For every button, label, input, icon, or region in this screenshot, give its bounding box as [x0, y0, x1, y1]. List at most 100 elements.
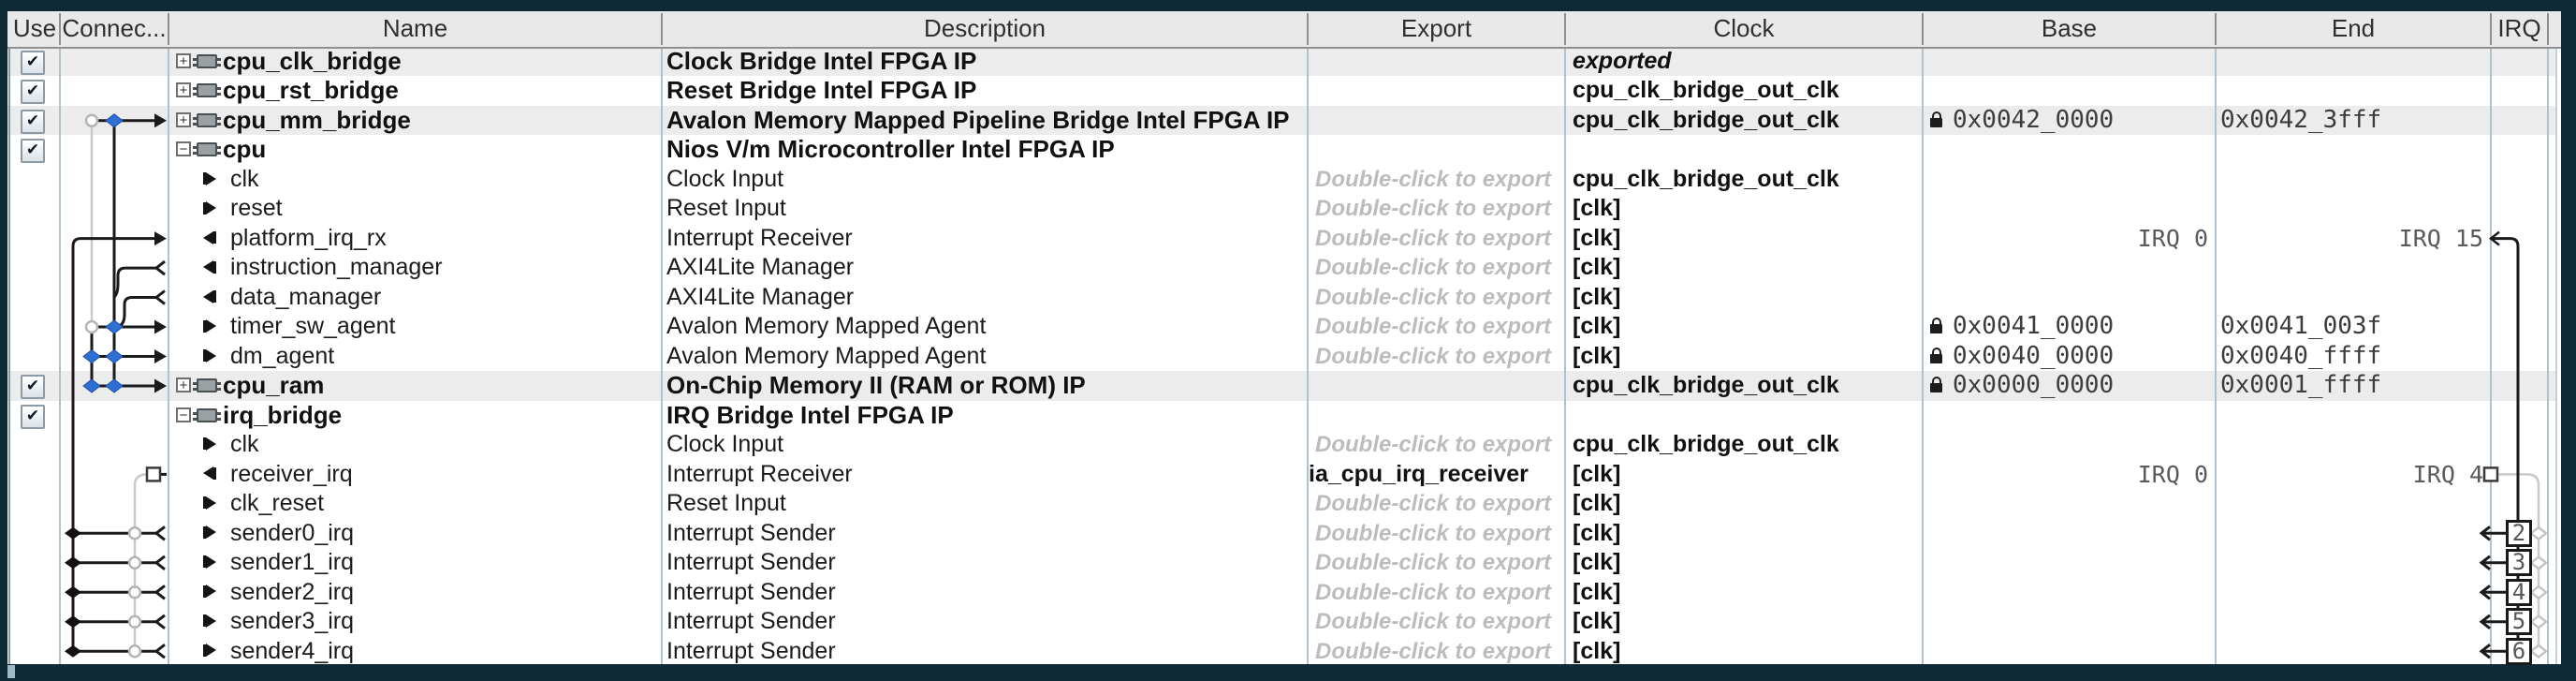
clock-cell[interactable]: [clk]	[1573, 195, 1621, 222]
export-placeholder-cell[interactable]: Double-click to export	[1315, 579, 1552, 605]
end-address-cell[interactable]: 0x0001_ffff	[2220, 371, 2382, 400]
use-checkbox[interactable]: ✔	[21, 404, 45, 429]
header-divider[interactable]	[168, 13, 169, 45]
clock-cell[interactable]: [clk]	[1573, 254, 1621, 281]
header-divider[interactable]	[1922, 13, 1924, 45]
clock-cell[interactable]: cpu_clk_bridge_out_clk	[1573, 106, 1839, 133]
export-placeholder-cell[interactable]: Double-click to export	[1315, 314, 1552, 340]
base-address-cell[interactable]: 0x0000_0000	[1953, 371, 2115, 400]
export-placeholder-cell[interactable]: Double-click to export	[1315, 166, 1552, 192]
end-address-cell[interactable]: 0x0040_ffff	[2220, 341, 2382, 370]
clock-cell[interactable]: [clk]	[1573, 224, 1621, 251]
header-end[interactable]: End	[2331, 14, 2376, 42]
clock-cell[interactable]: [clk]	[1573, 313, 1621, 340]
expand-toggle-icon[interactable]: +	[176, 53, 191, 68]
address-lock-icon[interactable]	[1930, 111, 1942, 127]
header-divider[interactable]	[2547, 13, 2549, 45]
expand-toggle-icon[interactable]: +	[176, 378, 191, 393]
use-checkbox[interactable]: ✔	[21, 51, 45, 75]
end-address-cell[interactable]: 0x0042_3fff	[2220, 105, 2382, 134]
clock-cell[interactable]: [clk]	[1573, 637, 1621, 664]
export-placeholder-cell[interactable]: Double-click to export	[1315, 491, 1552, 517]
header-divider[interactable]	[1564, 13, 1566, 45]
expand-toggle-icon[interactable]: +	[176, 111, 191, 127]
header-use[interactable]: Use	[12, 14, 57, 42]
export-placeholder-cell[interactable]: Double-click to export	[1315, 284, 1552, 310]
collapse-toggle-icon[interactable]: −	[176, 407, 191, 422]
address-lock-icon[interactable]	[1930, 347, 1942, 363]
export-placeholder-cell[interactable]: Double-click to export	[1315, 609, 1552, 635]
header-description[interactable]: Description	[923, 14, 1046, 42]
export-name-cell[interactable]: ia_cpu_irq_receiver	[1309, 460, 1529, 487]
end-address-cell[interactable]: 0x0041_003f	[2220, 312, 2382, 341]
clock-cell[interactable]: [clk]	[1573, 490, 1621, 517]
header-divider[interactable]	[59, 13, 61, 45]
export-placeholder-cell[interactable]: Double-click to export	[1315, 225, 1552, 251]
expand-toggle-icon[interactable]: +	[176, 82, 191, 98]
header-clock[interactable]: Clock	[1713, 14, 1775, 42]
header-export[interactable]: Export	[1400, 14, 1472, 42]
clock-cell[interactable]: cpu_clk_bridge_out_clk	[1573, 431, 1839, 458]
export-placeholder-cell[interactable]: Double-click to export	[1315, 550, 1552, 576]
clock-cell[interactable]: cpu_clk_bridge_out_clk	[1573, 77, 1839, 104]
clock-cell[interactable]: cpu_clk_bridge_out_clk	[1573, 165, 1839, 192]
export-placeholder-cell[interactable]: Double-click to export	[1315, 343, 1552, 369]
header-irq[interactable]: IRQ	[2497, 14, 2541, 42]
use-checkbox[interactable]: ✔	[21, 139, 45, 164]
base-address-cell[interactable]: 0x0041_0000	[1953, 312, 2115, 341]
header-divider[interactable]	[2215, 13, 2217, 45]
header-connections[interactable]: Connec...	[62, 14, 167, 42]
clock-cell[interactable]: [clk]	[1573, 519, 1621, 546]
export-placeholder-cell[interactable]: Double-click to export	[1315, 638, 1552, 664]
use-checkbox[interactable]: ✔	[21, 80, 45, 105]
header-base[interactable]: Base	[2041, 14, 2098, 42]
irq-number-box[interactable]: 6	[2506, 637, 2532, 665]
address-lock-icon[interactable]	[1930, 377, 1942, 393]
clock-cell[interactable]: [clk]	[1573, 578, 1621, 605]
clock-cell[interactable]: [clk]	[1573, 549, 1621, 576]
clock-cell[interactable]: [clk]	[1573, 608, 1621, 635]
base-address-cell[interactable]: 0x0040_0000	[1953, 341, 2115, 370]
irq-number-box[interactable]: 5	[2506, 608, 2532, 636]
clock-cell[interactable]: exported	[1573, 48, 1672, 74]
irq-number-box[interactable]: 3	[2506, 549, 2532, 577]
export-placeholder-cell[interactable]: Double-click to export	[1315, 196, 1552, 222]
header-divider[interactable]	[661, 13, 663, 45]
use-checkbox[interactable]: ✔	[21, 375, 45, 400]
export-placeholder-cell[interactable]: Double-click to export	[1315, 255, 1552, 281]
export-placeholder-cell[interactable]: Double-click to export	[1315, 520, 1552, 546]
export-placeholder-cell[interactable]: Double-click to export	[1315, 432, 1552, 458]
base-address-cell[interactable]: 0x0042_0000	[1953, 105, 2115, 134]
clock-cell[interactable]: cpu_clk_bridge_out_clk	[1573, 372, 1839, 399]
clock-cell[interactable]: [clk]	[1573, 283, 1621, 310]
header-name[interactable]: Name	[382, 14, 448, 42]
header-divider[interactable]	[2490, 13, 2492, 45]
clock-cell[interactable]: [clk]	[1573, 460, 1621, 487]
use-checkbox[interactable]: ✔	[21, 109, 45, 134]
irq-number-box[interactable]: 2	[2506, 519, 2532, 547]
clock-cell[interactable]: [clk]	[1573, 342, 1621, 369]
collapse-toggle-icon[interactable]: −	[176, 141, 191, 157]
irq-number-box[interactable]: 4	[2506, 578, 2532, 606]
